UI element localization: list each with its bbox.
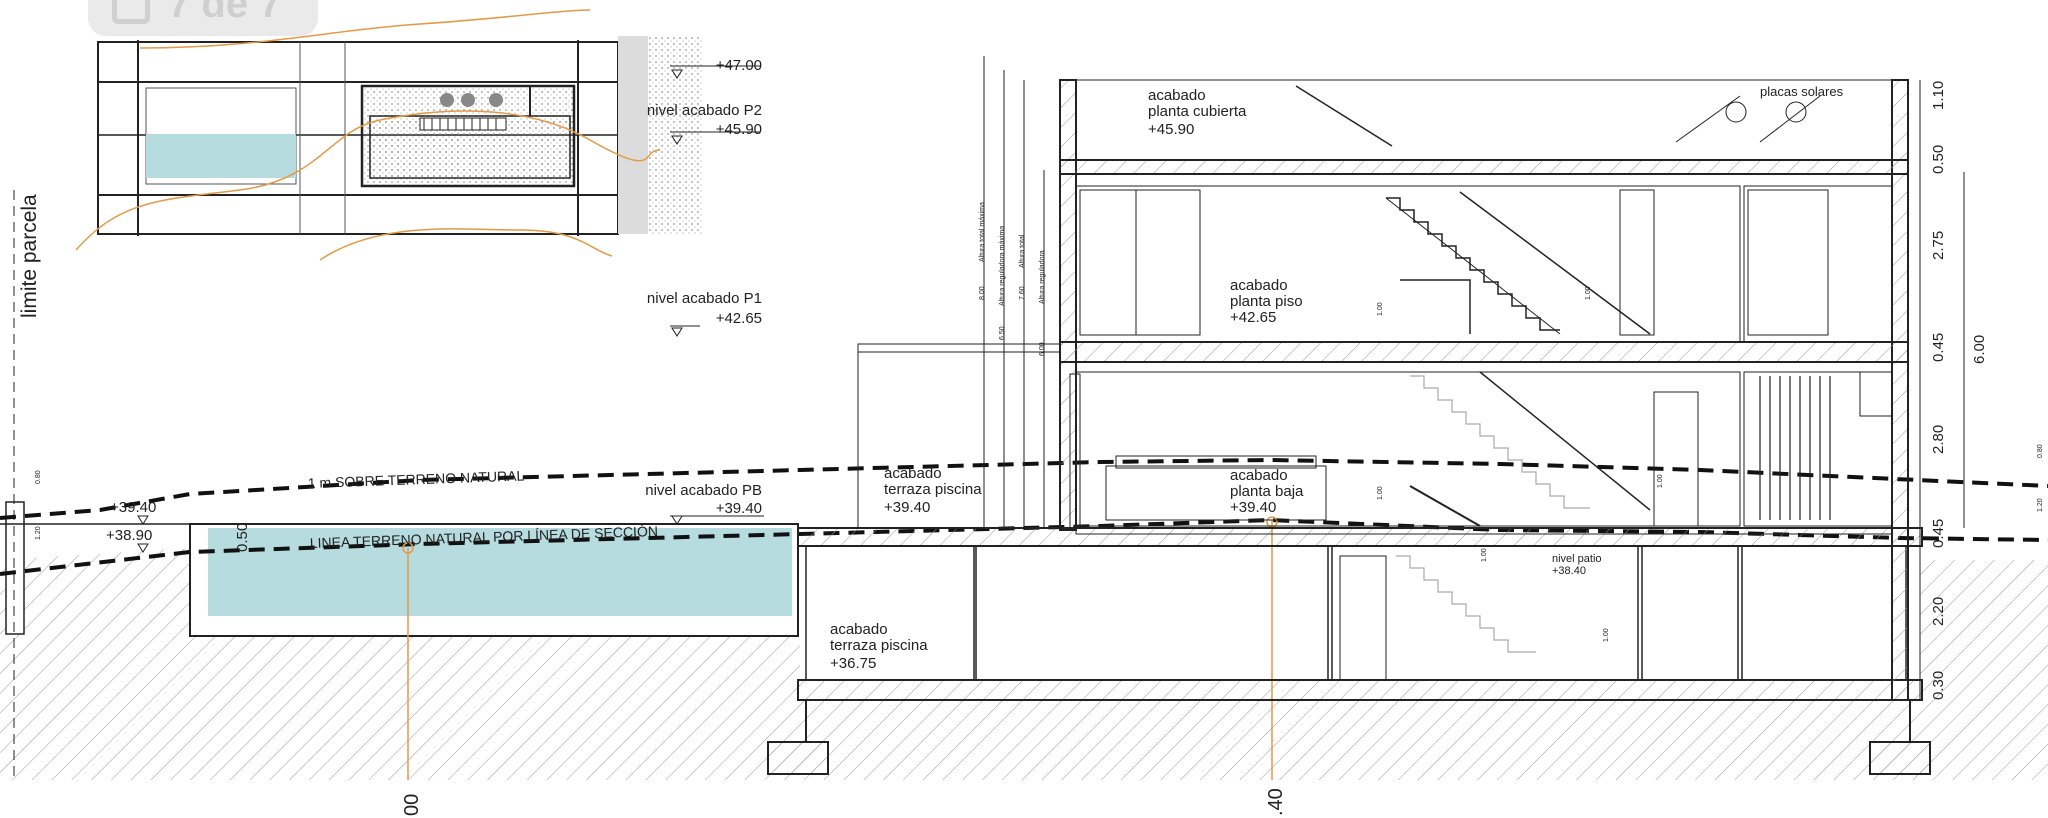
edge-dim: 0.80 <box>2037 444 2044 458</box>
roof-value: +45.90 <box>1148 121 1194 138</box>
height-dim: 8.00 <box>979 286 986 300</box>
plant-icon <box>440 93 454 107</box>
terrace-low-value: +36.75 <box>830 655 876 672</box>
pool-depth: 0.50 <box>234 523 251 552</box>
height-dim: 6.50 <box>999 326 1006 340</box>
pb-level-label: nivel acabado PB <box>645 482 762 499</box>
site-plan: +47.00 nivel acabado P2 +45.90 <box>75 9 762 261</box>
height-dim: 6.00 <box>1039 342 1046 356</box>
small-dim: 1.00 <box>1585 286 1592 300</box>
small-dim: 1.00 <box>1603 628 1610 642</box>
small-dim: 1.00 <box>1377 302 1384 316</box>
ground <box>0 190 2048 780</box>
ground-floor-value: +39.40 <box>1230 499 1276 516</box>
height-label: Altura reguladora máxima <box>999 226 1006 306</box>
height-label: Altura total <box>1019 234 1026 268</box>
p1-level-value: +42.65 <box>716 310 762 327</box>
small-dim: 1.00 <box>1657 474 1664 488</box>
small-dim: 1.00 <box>1481 548 1488 562</box>
edge-dim: 1.20 <box>35 526 42 540</box>
p1-level-label: nivel acabado P1 <box>647 290 762 307</box>
terrace-low-label: acabado <box>830 621 888 638</box>
height-label: Altura reguladora <box>1039 250 1046 304</box>
plan-level-label: nivel acabado P2 <box>647 102 762 119</box>
plan-pool <box>146 134 296 178</box>
ground-floor-label: acabado <box>1230 467 1288 484</box>
plant-icon <box>489 93 503 107</box>
floor-label: acabado <box>1230 277 1288 294</box>
small-dim: 1.00 <box>1377 486 1384 500</box>
plan-level-value: +45.90 <box>716 121 762 138</box>
patio-value: +38.40 <box>1552 565 1586 577</box>
terrace-low-label: terraza piscina <box>830 637 928 654</box>
roof-label: planta cubierta <box>1148 103 1247 120</box>
edge-dim: 1.20 <box>2037 498 2044 512</box>
dimension: 2.80 <box>1930 425 1947 454</box>
terrace-high-label: acabado <box>884 465 942 482</box>
total-dimension: 6.00 <box>1971 335 1988 364</box>
terrace-high-label: terraza piscina <box>884 481 982 498</box>
dimension: 2.75 <box>1930 231 1947 260</box>
line-1m-label: 1 m SOBRE TERRENO NATURAL <box>308 467 525 491</box>
patio-label: nivel patio <box>1552 553 1602 565</box>
plan-level-value: +47.00 <box>716 57 762 74</box>
pages-icon <box>112 0 150 24</box>
pb-level-value: +39.40 <box>716 500 762 517</box>
height-label: Altura total máxima <box>979 202 986 262</box>
floor-value: +42.65 <box>1230 309 1276 326</box>
dimension: 0.30 <box>1930 671 1947 700</box>
plant-icon <box>461 93 475 107</box>
left-level-value: +39.40 <box>110 499 156 516</box>
parcel-limit-label: limite parcela <box>18 194 41 318</box>
page-indicator[interactable]: 7 de 7 <box>88 0 318 36</box>
dimension: 0.45 <box>1930 519 1947 548</box>
axis-label: .40 <box>1265 788 1287 816</box>
ground-floor-label: planta baja <box>1230 483 1304 500</box>
left-level-value: +38.90 <box>106 527 152 544</box>
solar-panels-label: placas solares <box>1760 84 1844 99</box>
dimension: 1.10 <box>1930 81 1947 110</box>
floor-label: planta piso <box>1230 293 1303 310</box>
dimension: 0.50 <box>1930 145 1947 174</box>
edge-dim: 0.80 <box>35 470 42 484</box>
roof-label: acabado <box>1148 87 1206 104</box>
dimension: 0.45 <box>1930 333 1947 362</box>
dimension: 2.20 <box>1930 597 1947 626</box>
terrace-high-value: +39.40 <box>884 499 930 516</box>
page-indicator-text: 7 de 7 <box>168 0 282 26</box>
axis-label: 00 <box>401 794 423 816</box>
height-dim: 7.60 <box>1019 286 1026 300</box>
building-section <box>767 56 1965 775</box>
